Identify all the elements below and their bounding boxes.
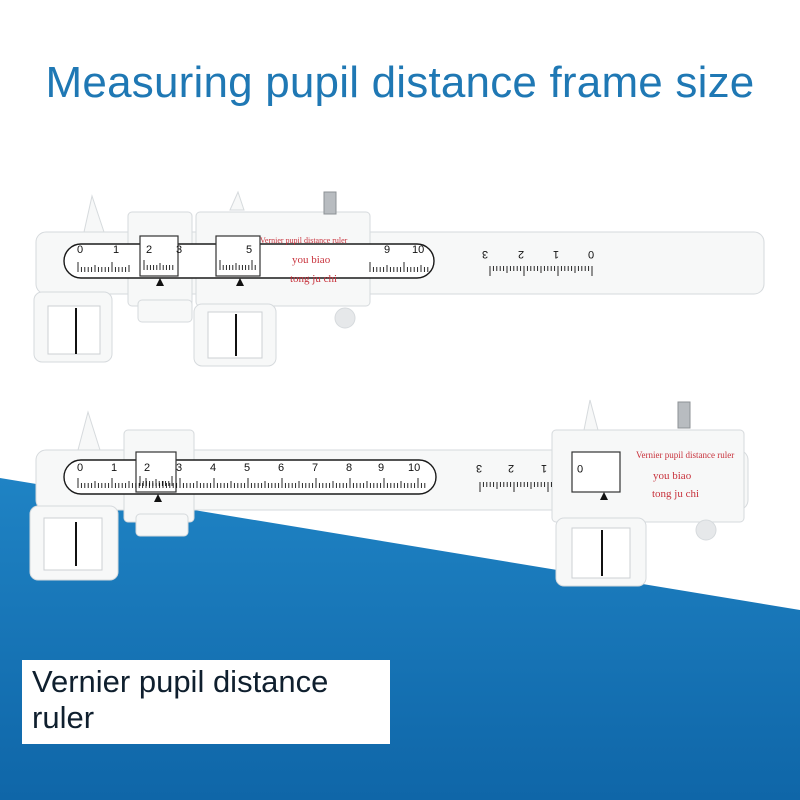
top-num-5: 5 [246, 244, 253, 256]
bottom-num-10: 10 [408, 462, 421, 474]
top-ruler-label-small: Vernier pupil distance ruler [260, 236, 348, 245]
top-num-9: 9 [384, 244, 391, 256]
bottom-num-5: 5 [244, 462, 251, 474]
bottom-num-9: 9 [378, 462, 385, 474]
bottom-num-0: 0 [77, 462, 84, 474]
bottom-num-1: 1 [111, 462, 118, 474]
bottom-right-num-1: 1 [541, 462, 548, 474]
bottom-ruler-label-small: Vernier pupil distance ruler [636, 450, 735, 460]
top-num-1: 1 [113, 244, 120, 256]
bottom-num-8: 8 [346, 462, 353, 474]
top-num-3: 3 [176, 244, 183, 256]
bottom-ruler-label-line2: tong ju chi [652, 488, 700, 500]
bottom-num-4: 4 [210, 462, 217, 474]
top-scale-ticks [77, 260, 593, 276]
caption-backdrop [22, 660, 390, 744]
bottom-num-2: 2 [144, 462, 151, 474]
bottom-num-7: 7 [312, 462, 319, 474]
top-ruler-label-line1: you biao [292, 254, 331, 266]
top-num-2: 2 [146, 244, 153, 256]
bottom-scale-ticks [77, 476, 552, 492]
bottom-right-num-3: 3 [476, 462, 483, 474]
bottom-num-3: 3 [176, 462, 183, 474]
caption: Vernier pupil distance ruler [32, 664, 392, 736]
top-ruler-label-line2: tong ju chi [290, 273, 338, 285]
top-num-10: 10 [412, 244, 425, 256]
headline: Measuring pupil distance frame size [45, 58, 755, 107]
caption-line-2: ruler [32, 700, 95, 735]
caption-line-1: Vernier pupil distance [32, 664, 329, 699]
bottom-right-num-2: 2 [508, 462, 515, 474]
top-num-0: 0 [77, 244, 84, 256]
bottom-num-6: 6 [278, 462, 285, 474]
bottom-right-num-0: 0 [577, 462, 584, 474]
bottom-ruler-label-line1: you biao [653, 470, 692, 482]
